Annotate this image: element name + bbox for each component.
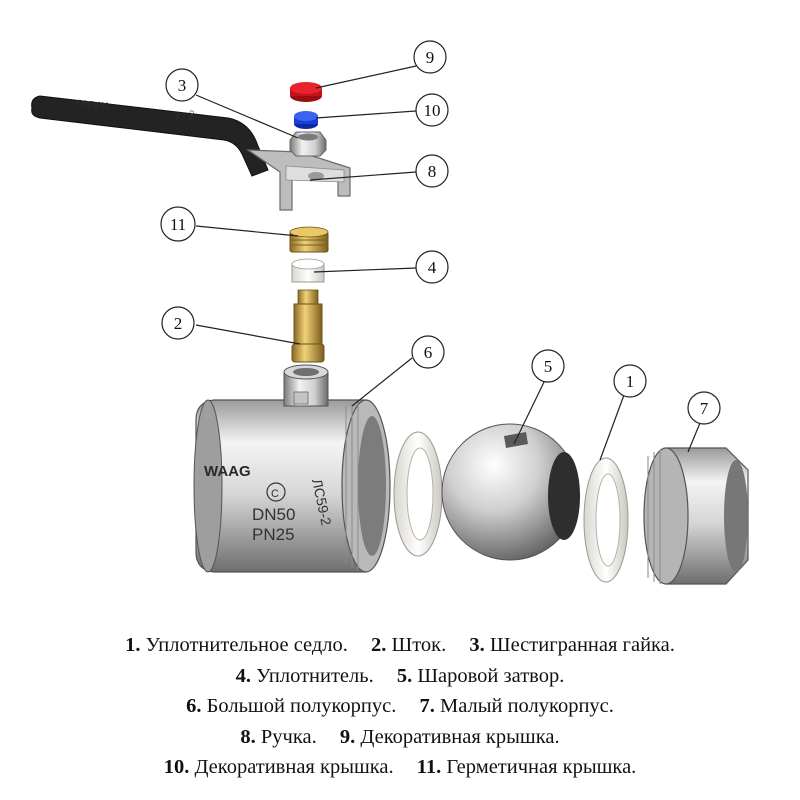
legend-item-4: 4. Уплотнитель.: [235, 664, 374, 687]
pn-text: PN25: [252, 525, 295, 544]
legend-item-5: 5. Шаровой затвор.: [396, 664, 565, 687]
legend-item-6: 6. Большой полукорпус.: [186, 695, 397, 717]
svg-text:2: 2: [174, 314, 183, 333]
legend-item-1: 1. Уплотнительное седло.: [125, 634, 348, 656]
legend-row: 4. Уплотнитель. 5. Шаровой затвор.: [0, 661, 800, 692]
body-brand-text: WAAG: [204, 463, 251, 480]
handle: WAAG ON OFF: [31, 95, 351, 211]
svg-text:5: 5: [544, 357, 553, 376]
legend-item-9: 9. Декоративная крышка.: [339, 725, 560, 748]
legend-item-7: 7. Малый полукорпус.: [419, 695, 614, 717]
legend-item-8: 8. Ручка.: [240, 725, 317, 748]
svg-text:6: 6: [424, 343, 433, 362]
callout-8: 8: [415, 154, 449, 188]
callout-7: 7: [687, 391, 721, 425]
handle-on-text: ON: [173, 112, 180, 122]
legend-row: 8. Ручка. 9. Декоративная крышка.: [0, 722, 800, 753]
svg-text:8: 8: [428, 162, 437, 181]
exploded-valve-diagram: WAAG ON OFF: [31, 40, 749, 585]
leader-lines: [195, 65, 701, 461]
ball: [441, 423, 580, 561]
callout-3: 3: [165, 68, 199, 102]
legend-row: 10. Декоративная крышка. 11. Герметичная…: [0, 752, 800, 783]
svg-text:11: 11: [170, 215, 186, 234]
hermetic-brass-cap: [289, 226, 329, 253]
handle-brand-text: WAAG: [75, 96, 110, 112]
svg-text:3: 3: [178, 76, 187, 95]
callout-11: 11: [160, 206, 196, 242]
callout-9: 9: [413, 40, 447, 74]
parts-legend: 1. Уплотнительное седло. 2. Шток. 3. Шес…: [0, 630, 800, 783]
callout-5: 5: [531, 349, 565, 383]
callout-6: 6: [411, 335, 445, 369]
callout-4: 4: [415, 250, 449, 284]
large-half-body: WAAG C DN50 PN25 ЛС59-2: [193, 364, 391, 573]
seat-ring-left: [393, 431, 443, 557]
blue-decorative-cap: [294, 111, 318, 129]
legend-item-3: 3. Шестигранная гайка.: [469, 634, 675, 656]
hex-nut: [289, 131, 327, 157]
legend-item-2: 2. Шток.: [371, 634, 447, 656]
svg-text:C: C: [271, 488, 279, 500]
legend-row: 1. Уплотнительное седло. 2. Шток. 3. Шес…: [0, 630, 800, 661]
seat-ring-right: [583, 457, 629, 583]
svg-text:9: 9: [426, 48, 435, 67]
callout-2: 2: [161, 306, 195, 340]
callout-1: 1: [613, 364, 647, 398]
svg-text:4: 4: [428, 258, 437, 277]
svg-text:10: 10: [424, 101, 441, 120]
legend-row: 6. Большой полукорпус. 7. Малый полукорп…: [0, 691, 800, 722]
legend-item-10: 10. Декоративная крышка.: [163, 756, 394, 778]
callout-10: 10: [415, 93, 449, 127]
handle-off-text: OFF: [187, 110, 194, 123]
stem-seal: [291, 258, 325, 283]
legend-item-11: 11. Герметичная крышка.: [416, 756, 637, 778]
red-decorative-cap: [290, 82, 322, 102]
stem: [291, 289, 325, 363]
svg-text:7: 7: [700, 399, 709, 418]
svg-text:1: 1: [626, 372, 635, 391]
small-half-body: [643, 447, 749, 585]
dn-text: DN50: [252, 505, 295, 524]
